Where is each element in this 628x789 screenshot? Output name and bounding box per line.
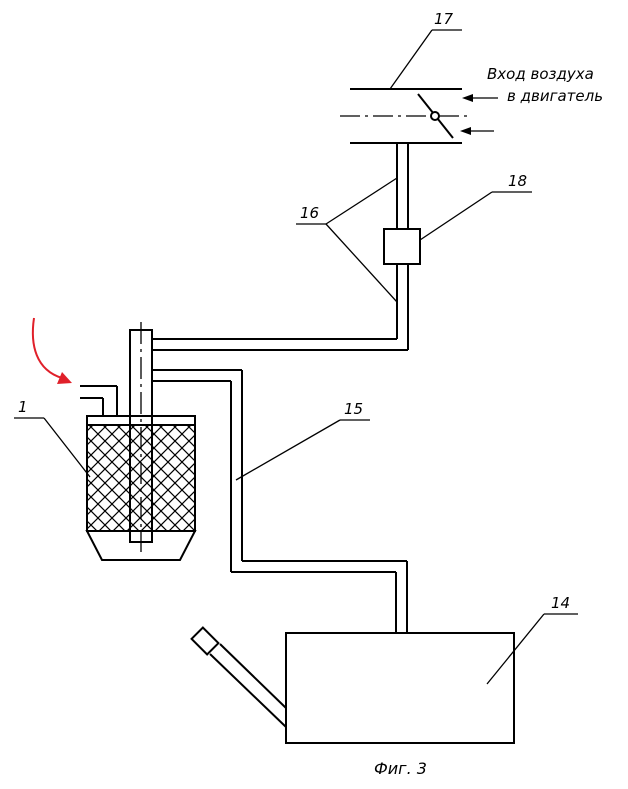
valve-18 xyxy=(383,228,421,265)
label-14: 14 xyxy=(551,594,570,612)
air-intake-pipe xyxy=(340,88,470,144)
filler-neck xyxy=(190,626,287,728)
label-16: 16 xyxy=(300,204,319,222)
label-15: 15 xyxy=(344,400,363,418)
air-text-line2: в двигатель xyxy=(507,87,603,105)
inlet-arrow xyxy=(31,317,72,384)
air-text-line1: Вход воздуха xyxy=(487,65,594,83)
figure-caption: Фиг. 3 xyxy=(374,759,427,778)
air-flow-arrow-top xyxy=(462,94,498,102)
air-flow-arrow-bottom xyxy=(460,127,494,135)
fuel-tank xyxy=(285,632,515,744)
label-1: 1 xyxy=(18,398,28,416)
vapor-pipe-16 xyxy=(152,143,409,351)
label-17: 17 xyxy=(434,10,454,28)
label-18: 18 xyxy=(508,172,527,190)
leader-lines xyxy=(14,29,578,685)
return-pipe-15 xyxy=(152,369,408,633)
throttle-valve xyxy=(417,93,454,139)
filter-canister xyxy=(80,385,197,561)
